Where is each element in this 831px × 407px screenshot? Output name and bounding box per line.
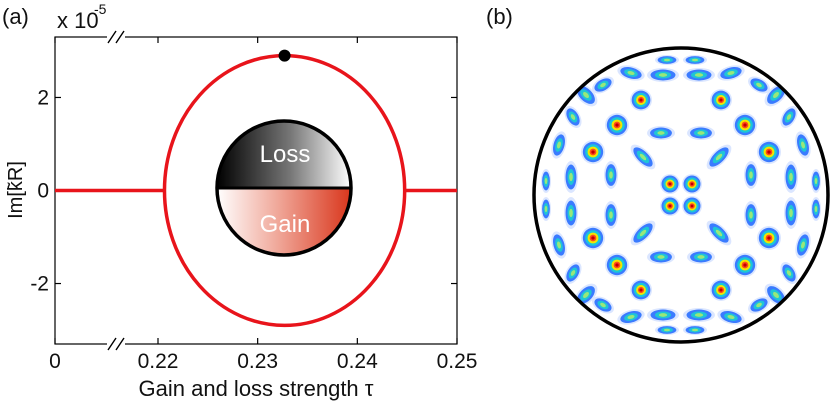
x-ticks: 0 0.22 0.23 0.24 0.25	[49, 37, 477, 373]
mode-lobe	[655, 325, 679, 335]
mode-lobe	[604, 201, 618, 229]
x-axis-label: Gain and loss strength τ	[139, 376, 374, 401]
mode-lobe	[564, 262, 582, 284]
mode-lobe	[551, 131, 567, 159]
x-tick-label: 0.25	[437, 350, 478, 373]
mode-lobe	[784, 161, 798, 193]
mode-lobe	[564, 106, 582, 128]
curve-series	[55, 49, 457, 328]
mode-lobe	[683, 325, 707, 335]
mode-lobe	[748, 76, 770, 94]
mode-lobe	[604, 161, 618, 189]
mode-lobe	[647, 126, 675, 140]
mode-lobe	[710, 279, 732, 301]
mode-lobe	[733, 113, 757, 137]
mode-lobe	[541, 169, 551, 193]
mode-lobe	[541, 197, 551, 221]
mode-lobe	[795, 131, 811, 159]
mode-lobe	[710, 89, 732, 111]
inset-loss-label: Loss	[260, 141, 311, 168]
mode-lobe	[581, 226, 605, 250]
mode-lobe	[655, 55, 679, 65]
mode-lobe	[748, 296, 770, 314]
mode-lobe	[733, 253, 757, 277]
y-tick-label: -2	[30, 273, 49, 296]
mode-lobe	[795, 231, 811, 259]
mode-lobe	[592, 296, 614, 314]
mode-lobe	[647, 308, 679, 322]
x-tick-label: 0.24	[337, 350, 378, 373]
mode-lobe	[757, 140, 781, 164]
mode-lobe	[784, 197, 798, 229]
mode-lobe	[687, 126, 715, 140]
mode-lobe	[605, 253, 629, 277]
mode-lobe	[683, 55, 707, 65]
mode-lobe	[617, 65, 645, 81]
mode-lobe	[682, 196, 702, 216]
mode-lobe	[630, 279, 652, 301]
x-tick-label: 0.23	[237, 350, 278, 373]
mode-lobe	[564, 197, 578, 229]
mode-pattern	[541, 55, 821, 335]
x-tick-label: 0	[49, 350, 61, 373]
mode-lobe	[581, 140, 605, 164]
mode-lobe	[564, 161, 578, 193]
mode-lobe	[717, 309, 745, 325]
mode-lobe	[592, 76, 614, 94]
mode-lobe	[647, 68, 679, 82]
mode-lobe	[811, 169, 821, 193]
mode-lobe	[605, 113, 629, 137]
axis-break-top	[107, 30, 125, 44]
y-axis-label: Im[k̃R]	[5, 161, 27, 219]
mode-lobe	[780, 262, 798, 284]
panel-a: (a) x 10 -5 0 0.22 0.23 0.24 0.25 2 0 -2 Gain …	[2, 1, 477, 401]
mode-lobe	[717, 65, 745, 81]
scale-prefix: x 10	[57, 8, 99, 33]
mode-lobe	[706, 220, 732, 246]
y-tick-label: 2	[37, 86, 49, 109]
panel-a-label: (a)	[2, 4, 29, 29]
axis-break-bottom	[107, 337, 125, 351]
mode-lobe	[647, 250, 675, 264]
mode-lobe	[630, 220, 656, 246]
panel-b-label: (b)	[486, 4, 513, 29]
loss-gain-inset: Loss Gain	[215, 119, 353, 257]
disk-boundary	[532, 46, 830, 344]
mode-lobe	[683, 308, 715, 322]
mode-lobe	[811, 197, 821, 221]
mode-lobe	[683, 68, 715, 82]
selected-point-marker	[278, 49, 291, 62]
mode-lobe	[682, 174, 702, 194]
inset-gain-label: Gain	[260, 211, 311, 238]
mode-lobe	[630, 89, 652, 111]
mode-lobe	[780, 106, 798, 128]
mode-lobe	[744, 201, 758, 229]
panel-b: (b)	[486, 4, 830, 344]
mode-lobe	[660, 196, 680, 216]
scale-exponent: -5	[94, 1, 107, 17]
mode-lobe	[687, 250, 715, 264]
mode-lobe	[757, 226, 781, 250]
x-tick-label: 0.22	[138, 350, 179, 373]
mode-lobe	[660, 174, 680, 194]
mode-lobe	[744, 161, 758, 189]
y-tick-label: 0	[37, 180, 49, 203]
mode-lobe	[630, 144, 656, 170]
mode-lobe	[706, 144, 732, 170]
mode-lobe	[617, 309, 645, 325]
mode-lobe	[551, 231, 567, 259]
